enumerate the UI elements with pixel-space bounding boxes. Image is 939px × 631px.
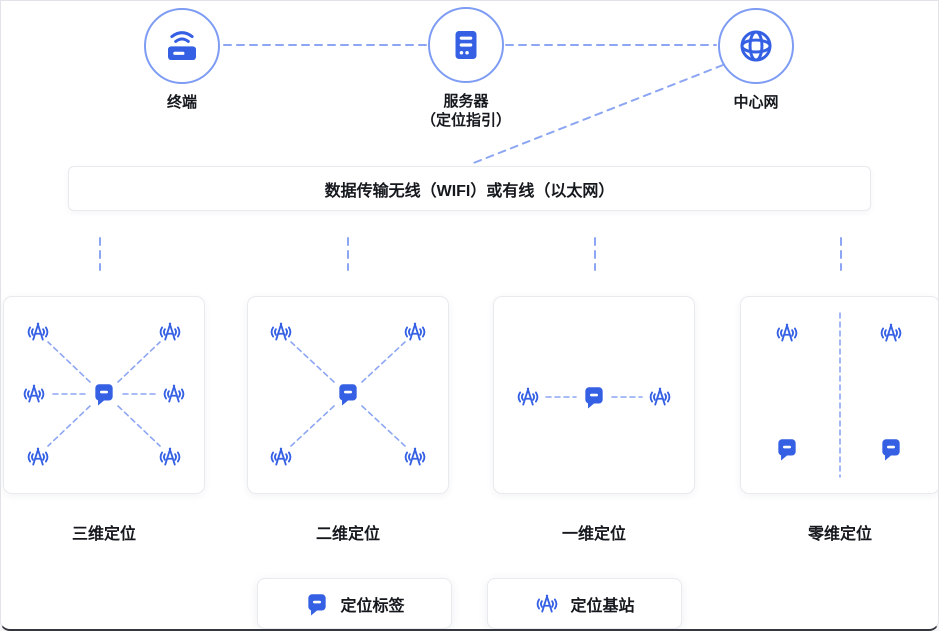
terminal-circle <box>144 8 220 84</box>
card-3d-box <box>3 296 205 494</box>
card-3d-label: 三维定位 <box>71 526 136 543</box>
base-station-antenna-icon <box>159 446 181 466</box>
card-0d-label: 零维定位 <box>807 526 872 543</box>
card-2d-label: 二维定位 <box>315 526 380 543</box>
base-station-antenna-icon <box>776 322 798 342</box>
base-station-antenna-icon <box>534 591 560 617</box>
range-line <box>47 341 91 383</box>
legend-tag: 定位标签 <box>257 578 452 629</box>
card-2d-box <box>247 296 449 494</box>
card-3d-positioning: 三维定位 <box>3 296 205 544</box>
server-circle <box>428 7 504 83</box>
range-line <box>290 341 335 383</box>
data-transmission-label: 数据传输无线（WIFI）或有线（以太网） <box>324 182 615 200</box>
base-station-antenna-icon <box>270 446 292 466</box>
location-tag-icon <box>339 384 357 406</box>
card-2d-diagram <box>270 321 426 466</box>
base-station-antenna-icon <box>649 386 671 406</box>
base-station-antenna-icon <box>159 321 181 341</box>
card-2d-positioning: 二维定位 <box>247 296 449 544</box>
base-station-antenna-icon <box>880 322 902 342</box>
range-line <box>361 341 406 383</box>
server-label-line1: 服务器 <box>443 93 489 110</box>
card-0d-positioning: 零维定位 <box>740 296 938 544</box>
location-tag-icon <box>304 591 330 617</box>
base-station-antenna-icon <box>27 321 49 341</box>
router-device-icon <box>161 25 203 67</box>
legend-tag-label: 定位标签 <box>340 597 405 615</box>
card-1d-box <box>493 296 695 494</box>
server-stack-icon <box>445 24 487 66</box>
card-1d-diagram <box>517 386 671 409</box>
card-0d-diagram <box>776 312 902 478</box>
legend-base-station: 定位基站 <box>487 578 682 629</box>
server-label-line2: （定位指引） <box>420 112 512 129</box>
base-station-antenna-icon <box>163 383 185 403</box>
base-station-antenna-icon <box>270 321 292 341</box>
range-line <box>290 405 335 447</box>
location-tag-icon <box>585 387 603 409</box>
base-station-antenna-icon <box>517 386 539 406</box>
range-line <box>361 405 406 447</box>
network-label: 中心网 <box>733 94 779 111</box>
legend-base-station-label: 定位基站 <box>570 597 635 615</box>
globe-network-icon <box>735 25 777 67</box>
card-0d-box <box>740 296 938 494</box>
range-line <box>117 405 161 447</box>
node-terminal: 终端 <box>144 8 220 112</box>
node-network: 中心网 <box>718 8 794 112</box>
range-line <box>117 341 161 383</box>
card-1d-label: 一维定位 <box>561 526 626 543</box>
card-1d-positioning: 一维定位 <box>493 296 695 544</box>
data-transmission-bar: 数据传输无线（WIFI）或有线（以太网） <box>68 166 871 211</box>
location-tag-icon <box>882 439 900 461</box>
base-station-antenna-icon <box>27 446 49 466</box>
card-3d-diagram <box>23 321 185 466</box>
location-tag-icon <box>95 384 113 406</box>
base-station-antenna-icon <box>23 383 45 403</box>
network-circle <box>718 8 794 84</box>
server-label: 服务器 （定位指引） <box>421 92 511 130</box>
terminal-label: 终端 <box>166 94 198 111</box>
base-station-antenna-icon <box>404 321 426 341</box>
base-station-antenna-icon <box>404 446 426 466</box>
range-line <box>47 405 91 447</box>
node-server: 服务器 （定位指引） <box>421 7 511 130</box>
location-tag-icon <box>778 439 796 461</box>
